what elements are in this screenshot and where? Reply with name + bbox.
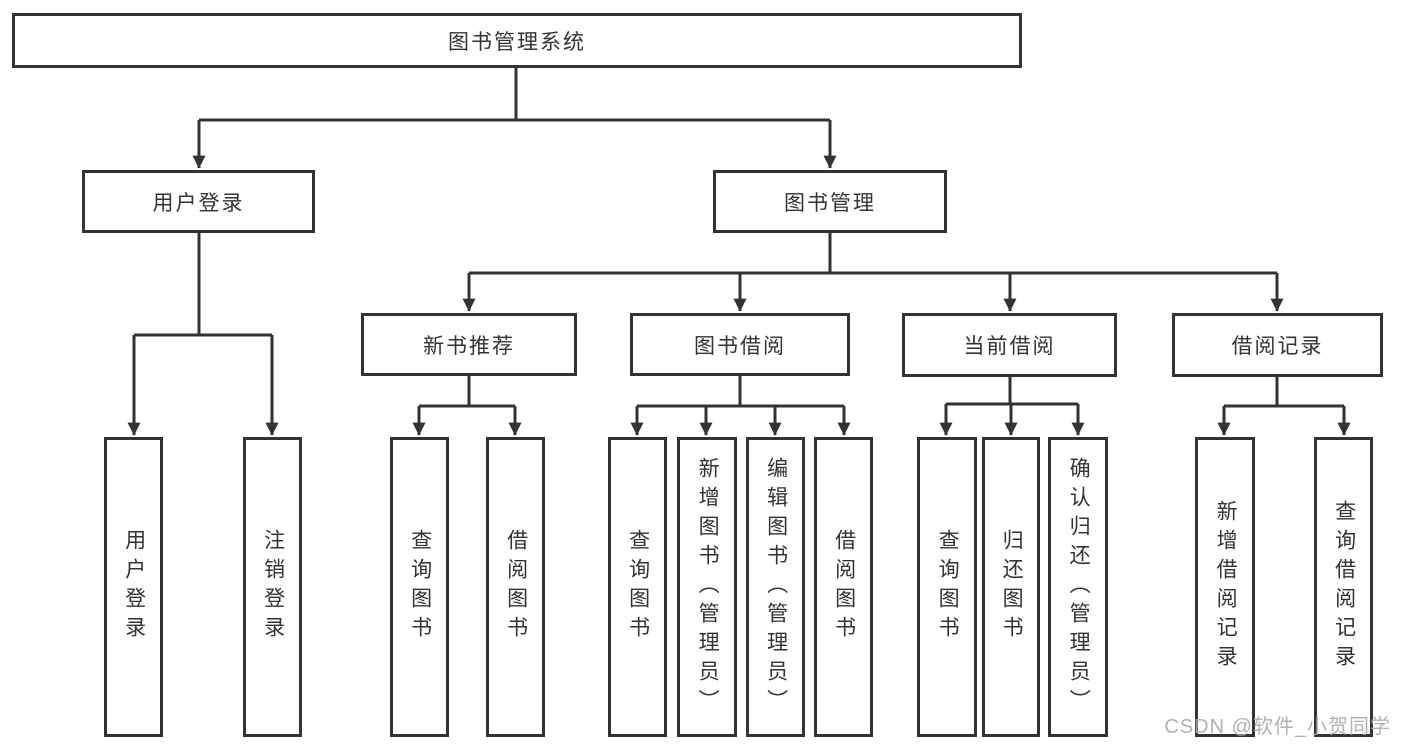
node-book-management: 图书管理	[713, 170, 947, 233]
node-label: 查询图书	[408, 529, 432, 645]
leaf-query-books-1: 查询图书	[390, 437, 449, 737]
watermark-text: CSDN @软件_小贺同学	[1164, 716, 1391, 738]
node-label: 查询图书	[936, 529, 960, 645]
leaf-query-books-3: 查询图书	[917, 437, 977, 737]
node-label: 编辑图书（管理员）	[764, 456, 788, 718]
node-current-borrow: 当前借阅	[902, 313, 1117, 377]
node-label: 图书借阅	[694, 334, 786, 358]
node-label: 新增借阅记录	[1214, 500, 1238, 674]
node-borrow-records: 借阅记录	[1172, 313, 1383, 377]
node-label: 图书管理	[784, 191, 876, 215]
node-book-borrow: 图书借阅	[630, 313, 850, 376]
node-root: 图书管理系统	[12, 13, 1022, 68]
node-label: 用户登录	[152, 191, 245, 215]
node-label: 借阅图书	[504, 529, 528, 645]
node-label: 借阅记录	[1231, 335, 1324, 358]
node-label: 新书推荐	[423, 334, 515, 358]
connector-lines	[127, 68, 1351, 436]
node-label: 用户登录	[122, 529, 146, 645]
leaf-add-book-admin: 新增图书（管理员）	[677, 437, 737, 737]
leaf-query-borrow-record: 查询借阅记录	[1314, 437, 1373, 737]
node-label: 确认归还（管理员）	[1067, 456, 1091, 718]
node-user-login: 用户登录	[82, 170, 315, 233]
node-label: 新增图书（管理员）	[696, 456, 720, 718]
node-label: 注销登录	[261, 529, 285, 645]
node-label: 借阅图书	[832, 529, 856, 645]
leaf-return-books: 归还图书	[982, 437, 1040, 737]
leaf-borrow-books-2: 借阅图书	[814, 437, 873, 737]
leaf-add-borrow-record: 新增借阅记录	[1195, 437, 1255, 737]
leaf-logout: 注销登录	[243, 437, 302, 737]
node-label: 图书管理系统	[448, 30, 586, 54]
leaf-edit-book-admin: 编辑图书（管理员）	[746, 437, 805, 737]
leaf-query-books-2: 查询图书	[608, 437, 667, 737]
node-new-book-recommend: 新书推荐	[361, 313, 577, 376]
leaf-confirm-return-admin: 确认归还（管理员）	[1048, 437, 1108, 737]
node-label: 归还图书	[1000, 529, 1024, 645]
leaf-borrow-books-1: 借阅图书	[486, 437, 545, 737]
leaf-user-login: 用户登录	[104, 437, 163, 737]
node-label: 查询图书	[626, 529, 650, 645]
node-label: 当前借阅	[963, 335, 1056, 358]
node-label: 查询借阅记录	[1332, 500, 1356, 674]
